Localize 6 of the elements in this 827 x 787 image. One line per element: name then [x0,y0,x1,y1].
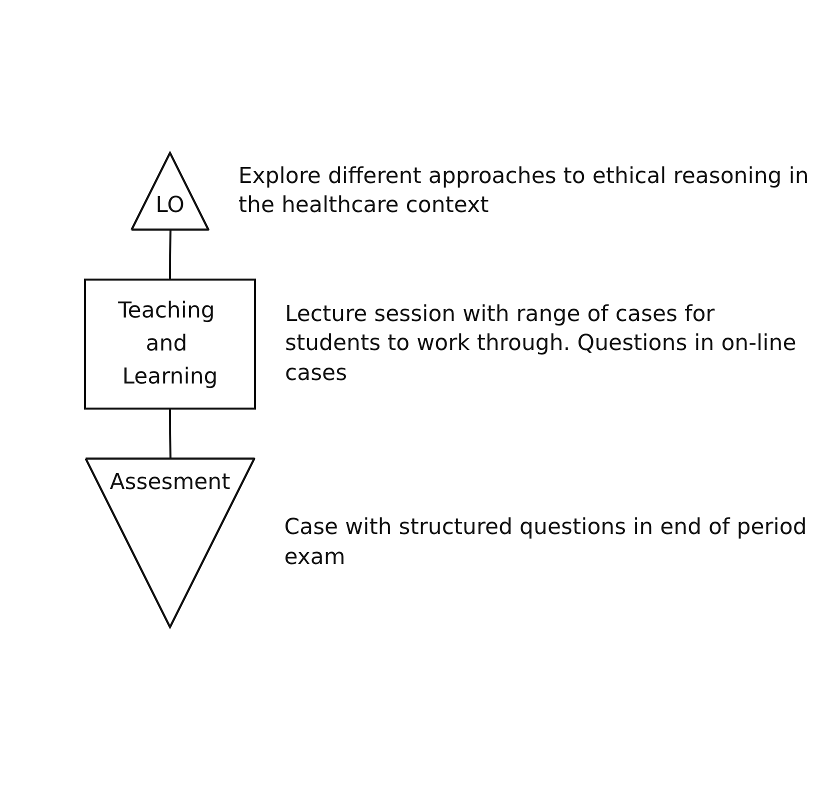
connector [169,408,172,460]
connector [169,230,172,280]
description-text: Explore different approaches to ethical reasoning in the healthcare context [238,162,810,220]
description-text: Case with structured questions in end of period exam [284,514,808,572]
description-text: Lecture session with range of cases for students to work through. Questions in on-line cases [285,300,798,388]
node-box [84,278,256,410]
